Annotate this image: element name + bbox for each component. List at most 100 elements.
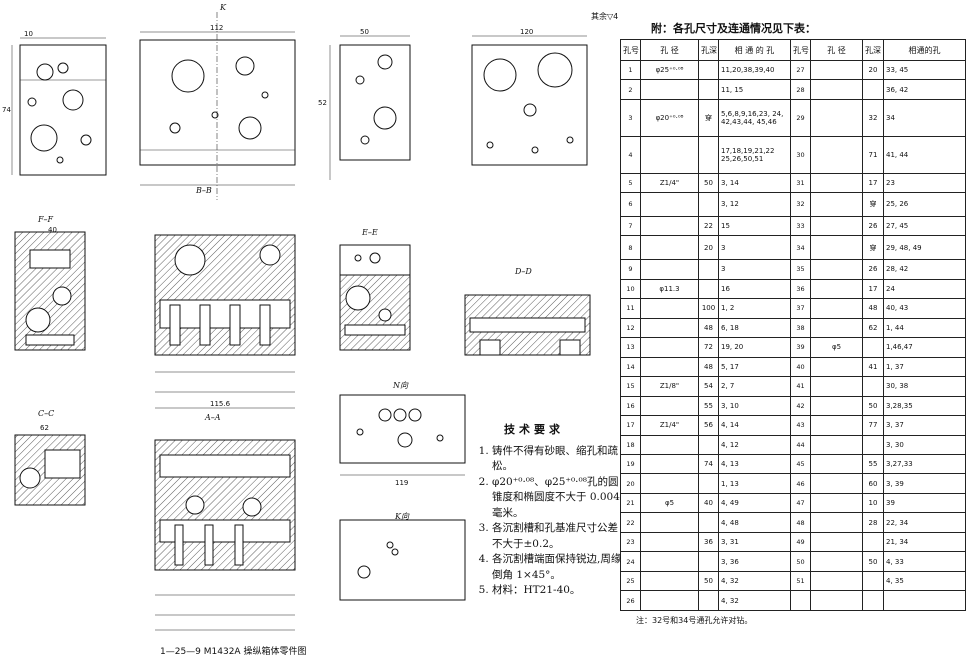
table-cell	[698, 59, 719, 81]
tech-item: 各沉割槽和孔基准尺寸公差不大于±0.2。	[492, 521, 628, 552]
table-cell: 26	[862, 215, 884, 237]
table-cell	[810, 79, 863, 100]
drawing-caption: 1—25—9 M1432A 操纵箱体零件图	[160, 647, 307, 657]
table-cell: 3, 36	[718, 551, 791, 572]
table-cell	[698, 590, 719, 611]
tech-list: 铸件不得有砂眼、缩孔和疏松。φ20⁺⁰·⁰⁸、φ25⁺⁰·⁰⁸孔的圆锥度和椭圆度…	[478, 444, 628, 599]
table-cell: 56	[698, 415, 719, 436]
table-cell: 12	[620, 317, 641, 339]
dim-119: 119	[395, 479, 408, 487]
table-cell: 4, 35	[883, 570, 966, 592]
table-cell	[810, 551, 863, 572]
table-cell: Z1/4"	[640, 172, 699, 194]
table-cell: 16	[620, 395, 641, 417]
table-cell	[640, 395, 699, 417]
table-cell	[698, 512, 719, 533]
table-cell: 3, 10	[718, 395, 791, 417]
table-cell	[640, 531, 699, 553]
table-cell: 48	[790, 512, 811, 533]
table-cell	[862, 570, 884, 592]
table-header-cell: 孔深	[698, 39, 719, 61]
label-ee: E–E	[361, 228, 378, 237]
table-cell: 44	[790, 434, 811, 456]
table-cell: 71	[862, 135, 884, 174]
table-cell	[810, 512, 863, 533]
label-bb: B–B	[195, 186, 212, 195]
table-cell: 41, 44	[883, 135, 966, 174]
table-cell: 48	[698, 356, 719, 378]
table-cell	[640, 298, 699, 319]
section-cc	[14, 434, 86, 506]
table-cell: 3, 37	[883, 415, 966, 436]
table-cell: 50	[862, 551, 884, 572]
table-cell: 3, 31	[718, 531, 791, 553]
table-cell	[640, 235, 699, 261]
table-cell	[810, 215, 863, 237]
table-cell: 4, 32	[718, 570, 791, 592]
table-footnote: 注：32号和34号通孔允许对钻。	[636, 616, 753, 625]
table-cell: 5,6,8,9,16,23, 24, 42,43,44, 45,46	[718, 98, 791, 137]
technical-requirements: 技术要求 铸件不得有砂眼、缩孔和疏松。φ20⁺⁰·⁰⁸、φ25⁺⁰·⁰⁸孔的圆锥…	[478, 422, 628, 599]
table-cell: 23	[883, 172, 966, 194]
table-cell: 72	[698, 337, 719, 358]
tech-item: 材料：HT21-40。	[492, 583, 628, 599]
table-cell: 16	[718, 278, 791, 300]
table-cell: 25, 26	[883, 192, 966, 217]
table-cell: φ5	[640, 492, 699, 514]
table-cell	[698, 473, 719, 494]
table-cell: 19, 20	[718, 337, 791, 358]
table-cell: 2	[620, 79, 641, 100]
table-cell: 20	[698, 235, 719, 261]
table-cell: 7	[620, 215, 641, 237]
tech-item: 各沉割槽端面保持锐边,周缘倒角 1×45°。	[492, 552, 628, 583]
table-cell: 1, 44	[883, 317, 966, 339]
table-cell	[698, 551, 719, 572]
table-cell	[698, 192, 719, 217]
dim-115: 115.6	[210, 400, 231, 408]
table-cell	[640, 453, 699, 475]
table-cell	[810, 298, 863, 319]
label-cc: C–C	[38, 409, 54, 418]
table-cell: 33, 45	[883, 59, 966, 81]
table-cell	[810, 278, 863, 300]
table-cell: 42	[790, 395, 811, 417]
table-header-cell: 孔 径	[640, 39, 699, 61]
table-header-cell: 孔号	[620, 39, 641, 61]
table-cell	[810, 59, 863, 81]
table-cell: 28, 42	[883, 259, 966, 280]
table-cell: 34	[790, 235, 811, 261]
table-cell: 22	[698, 215, 719, 237]
table-cell: 27	[790, 59, 811, 81]
table-header-cell: 孔号	[790, 39, 811, 61]
table-cell	[810, 376, 863, 397]
table-cell: 3, 30	[883, 434, 966, 456]
table-cell: 55	[862, 453, 884, 475]
table-cell	[810, 453, 863, 475]
table-cell: 1,46,47	[883, 337, 966, 358]
table-cell: 74	[698, 453, 719, 475]
table-cell: 1, 13	[718, 473, 791, 494]
section-dd	[464, 294, 591, 356]
label-n: N向	[392, 381, 409, 390]
dim-120: 120	[520, 28, 533, 36]
table-cell: 3	[620, 98, 641, 137]
table-cell: 41	[862, 356, 884, 378]
table-cell: 10	[862, 492, 884, 514]
table-cell	[640, 434, 699, 456]
table-cell: 6	[620, 192, 641, 217]
table-cell: 24	[883, 278, 966, 300]
table-cell: 48	[862, 298, 884, 319]
